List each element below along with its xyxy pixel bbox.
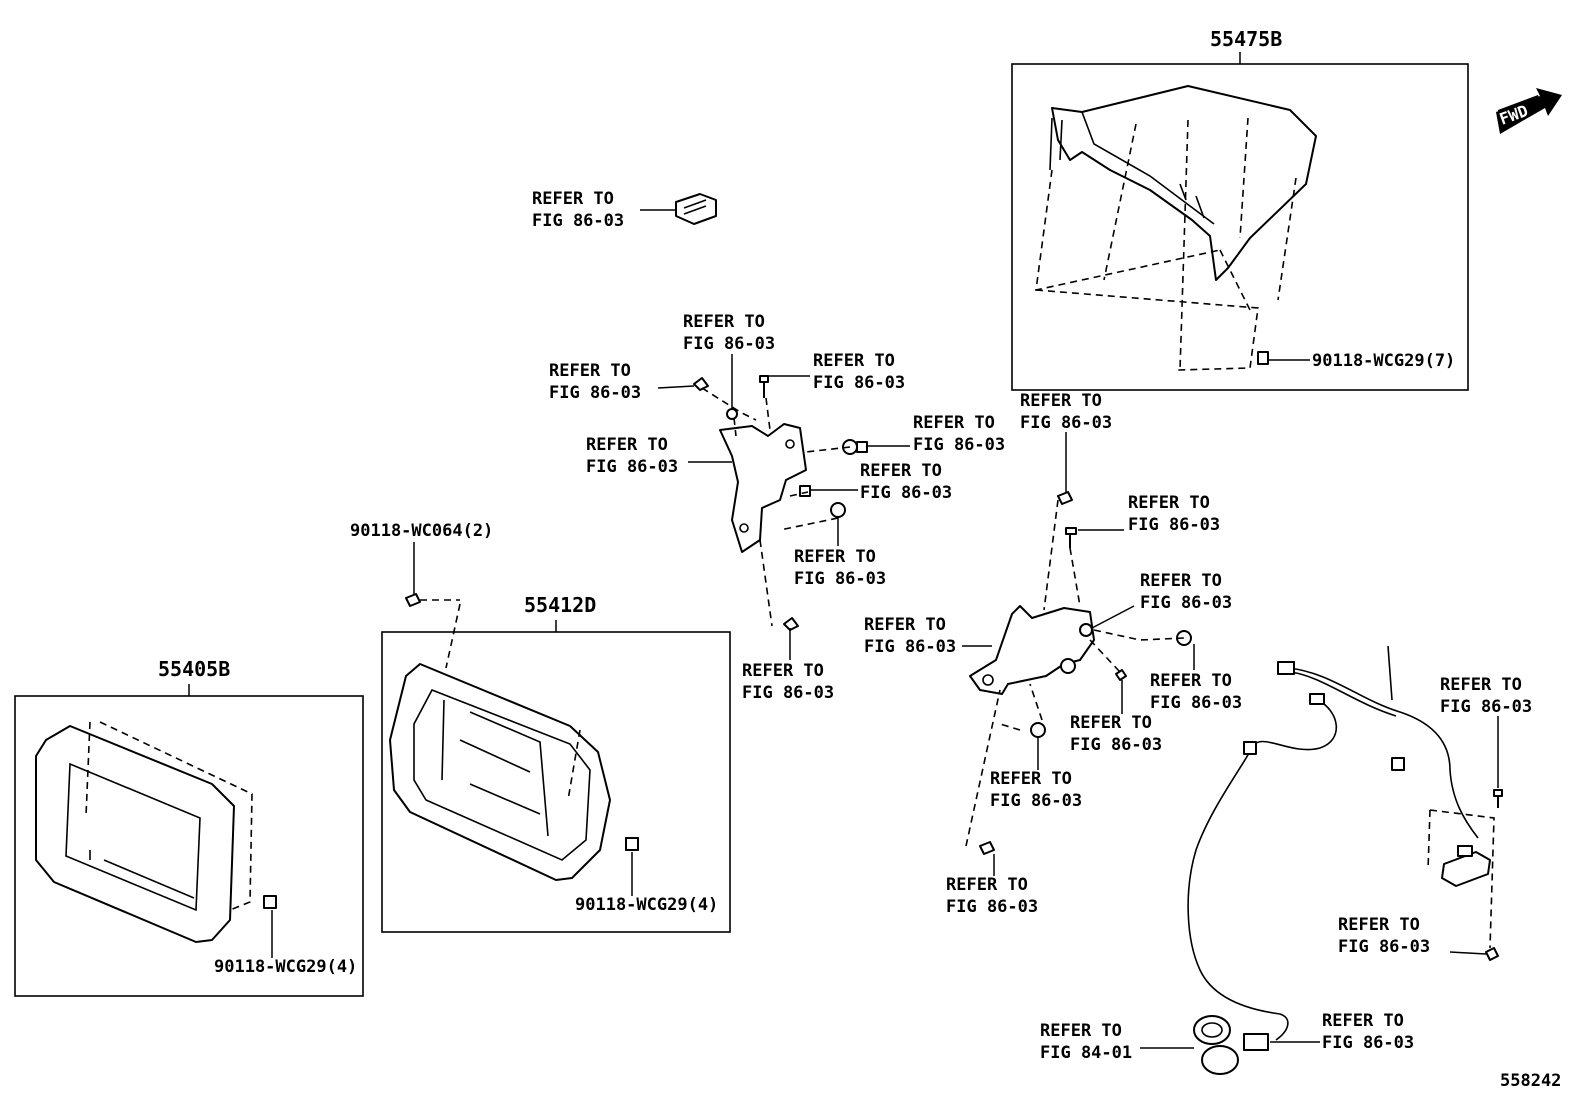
screw-icon — [693, 377, 709, 391]
part-number-55405b: 55405B — [158, 657, 230, 681]
screw-icon — [1493, 789, 1503, 808]
ref-o-line1: REFER TO — [1070, 713, 1152, 733]
ref-t-line2: FIG 86-03 — [1322, 1033, 1414, 1053]
nut-icon — [726, 408, 738, 420]
callout-90118-wcg29-4b: 90118-WCG29(4) — [214, 957, 357, 977]
ref-q-line1: REFER TO — [946, 875, 1028, 895]
ref-q-line2: FIG 86-03 — [946, 897, 1038, 917]
ref-b-line1: REFER TO — [549, 361, 631, 381]
bolt-icon — [830, 502, 846, 518]
screw-icon — [1065, 527, 1077, 548]
ref-k-line2: FIG 86-03 — [1128, 515, 1220, 535]
ref-p-line2: FIG 86-03 — [990, 791, 1082, 811]
socket-icon — [1193, 1015, 1239, 1075]
ref-l-line1: REFER TO — [1140, 571, 1222, 591]
callout-90118-wcg29-7: 90118-WCG29(7) — [1312, 351, 1455, 371]
screw-icon — [979, 841, 995, 855]
fwd-label: FWD — [1497, 101, 1531, 129]
ref-g-line2: FIG 86-03 — [860, 483, 952, 503]
part-number-55475b: 55475B — [1210, 27, 1282, 51]
ref-i-line2: FIG 86-03 — [742, 683, 834, 703]
clip-90118-wcg29-7-icon — [1257, 351, 1269, 365]
bolt-icon — [1030, 722, 1046, 738]
nut-icon — [1079, 623, 1093, 637]
ref-s-line2: FIG 86-03 — [1338, 937, 1430, 957]
ref-r-line1: REFER TO — [1440, 675, 1522, 695]
ref-s-line1: REFER TO — [1338, 915, 1420, 935]
instrument-hood-55475b — [1049, 85, 1317, 281]
switch-icon — [675, 193, 717, 225]
ref-a-line2: FIG 86-03 — [532, 211, 624, 231]
ref-f-line2: FIG 86-03 — [913, 435, 1005, 455]
ref-l-line2: FIG 86-03 — [1140, 593, 1232, 613]
callout-90118-wcg29-4a: 90118-WCG29(4) — [575, 895, 718, 915]
clip-wcg29-4a-icon — [625, 837, 639, 851]
ref-h-line1: REFER TO — [794, 547, 876, 567]
screw-icon — [1057, 491, 1073, 505]
callout-90118-wc064-2: 90118-WC064(2) — [350, 521, 493, 541]
ref-h-line2: FIG 86-03 — [794, 569, 886, 589]
ref-e-line1: REFER TO — [586, 435, 668, 455]
ref-n-line2: FIG 86-03 — [1150, 693, 1242, 713]
ref-c-line2: FIG 86-03 — [683, 334, 775, 354]
ref-o-line2: FIG 86-03 — [1070, 735, 1162, 755]
connector-icon — [1243, 1033, 1269, 1051]
ref-m-line1: REFER TO — [864, 615, 946, 635]
lower-bracket — [969, 605, 1095, 695]
clip-wcg29-4b-icon — [263, 895, 277, 909]
ref-a-line1: REFER TO — [532, 189, 614, 209]
ref-j-line2: FIG 86-03 — [1020, 413, 1112, 433]
ref-i-line1: REFER TO — [742, 661, 824, 681]
ref-d-line2: FIG 86-03 — [813, 373, 905, 393]
part-number-55412d: 55412D — [524, 593, 596, 617]
ref-e-line2: FIG 86-03 — [586, 457, 678, 477]
ref-d-line1: REFER TO — [813, 351, 895, 371]
ref-t-line1: REFER TO — [1322, 1011, 1404, 1031]
clip-icon — [799, 485, 811, 497]
screw-icon — [759, 375, 769, 398]
ref-b-line2: FIG 86-03 — [549, 383, 641, 403]
ref-g-line1: REFER TO — [860, 461, 942, 481]
bracket-frame-55412d — [389, 663, 611, 881]
trim-bezel-55405b — [35, 725, 235, 943]
ref-n-line1: REFER TO — [1150, 671, 1232, 691]
clip-icon — [1115, 669, 1127, 681]
ref-m-line2: FIG 86-03 — [864, 637, 956, 657]
illustration-number: 558242 — [1500, 1071, 1561, 1091]
clip-icon — [1485, 947, 1499, 961]
ref-f-line1: REFER TO — [913, 413, 995, 433]
fwd-arrow-icon: FWD — [1496, 88, 1562, 134]
screw-wc064-icon — [405, 593, 421, 607]
screw-icon — [783, 617, 799, 631]
ref-c-line1: REFER TO — [683, 312, 765, 332]
upper-bracket — [719, 423, 807, 553]
ref-k-line1: REFER TO — [1128, 493, 1210, 513]
ref-p-line1: REFER TO — [990, 769, 1072, 789]
ref-r-line2: FIG 86-03 — [1440, 697, 1532, 717]
ref-u-line2: FIG 84-01 — [1040, 1043, 1132, 1063]
ref-u-line1: REFER TO — [1040, 1021, 1122, 1041]
ref-j-line1: REFER TO — [1020, 391, 1102, 411]
wire-harness — [1187, 645, 1491, 1041]
